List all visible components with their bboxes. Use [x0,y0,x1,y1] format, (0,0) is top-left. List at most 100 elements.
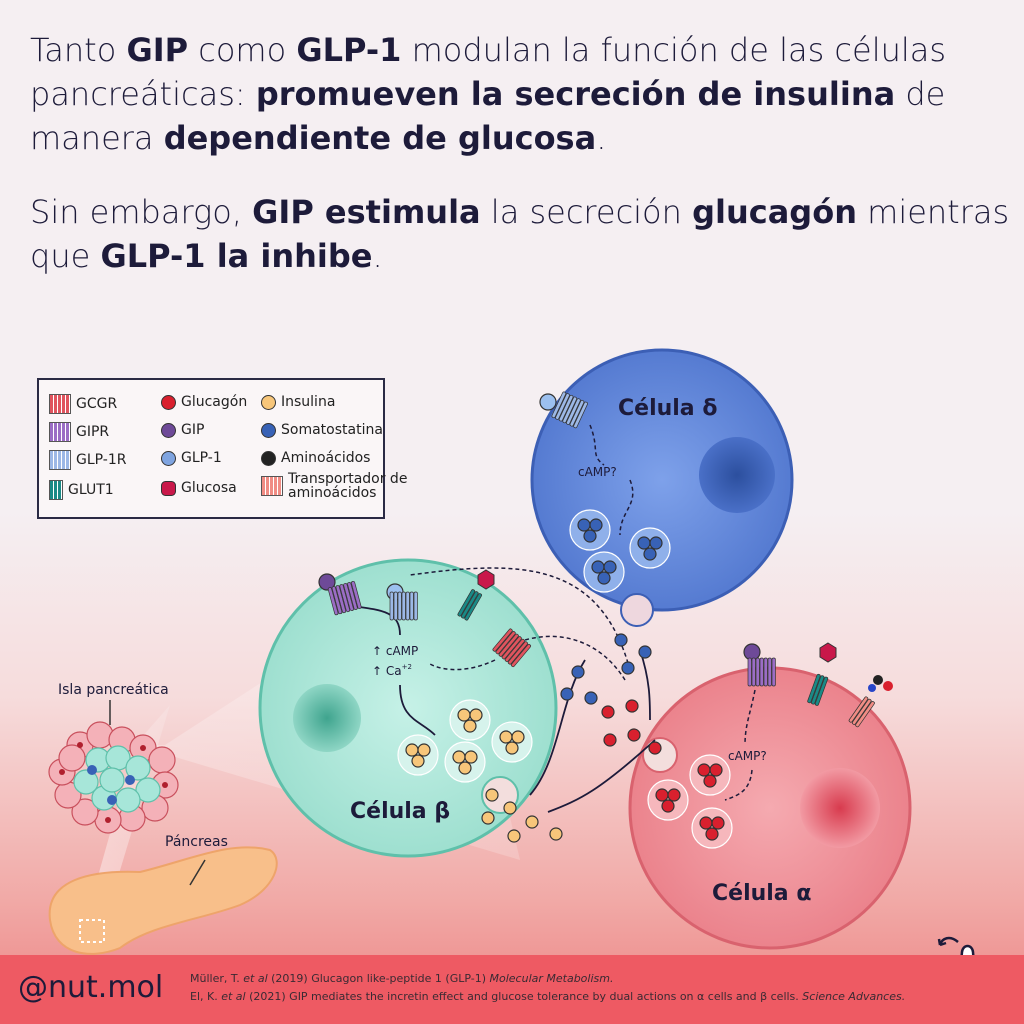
granule [511,730,525,744]
headline-text: Sin embargo, [30,193,253,231]
granule [667,788,681,802]
granule [697,763,711,777]
islet-illustration [48,721,179,834]
alpha-cell-label: Célula α [712,881,811,906]
granule [603,560,617,574]
beta-cell [258,558,558,858]
beta-calcium-label: Ca [386,664,402,678]
islet-nucleus [140,745,146,751]
headline-text: de manera [30,75,946,157]
granule [709,763,723,777]
granule [457,708,471,722]
somatostatin-molecule [638,645,652,659]
legend-item: GIP [161,422,204,438]
islet-nucleus [125,775,135,785]
granule [499,730,513,744]
legend-item: GCGR [49,394,117,414]
headline-emphasis: dependiente de glucosa [163,119,597,157]
granule [705,827,719,841]
glucose-molecule [819,642,837,663]
islet-label: Isla pancreática [58,682,169,698]
gip-molecule [743,643,761,661]
legend-label: GLP-1R [76,452,127,468]
legend-swatch-icon [161,422,176,438]
islet-nucleus [77,742,83,748]
legend-label: Aminoácidos [281,450,371,466]
glucagon-molecule [625,699,639,713]
zoom-box [79,919,105,943]
gcgr-receptor [492,628,532,668]
glp1r-receptor [551,391,588,429]
secretory-granules [318,393,761,849]
islet-alpha-cell [71,798,99,826]
headline-text: la secreción [480,193,693,231]
reference-2: El, K. et al (2021) GIP mediates the inc… [190,990,906,1003]
granule [458,761,472,775]
insulin-molecule [549,827,563,841]
headline-emphasis: glucagón [692,193,857,231]
glucose-molecule [477,569,495,590]
amino-acid-molecule [868,684,876,692]
calcium-superscript: +2 [402,663,412,671]
pancreas-illustration [48,846,278,955]
gipr-receptor [327,580,362,616]
legend-swatch-icon [49,480,63,500]
delta-camp-label: cAMP? [578,465,617,479]
legend-label: Transportador de aminoácidos [288,471,408,501]
delta-cell-label: Célula δ [618,396,717,421]
svg-text:↑ cAMP: ↑ cAMP [372,644,418,658]
headline-emphasis: GLP-1 [296,31,402,69]
references: Müller, T. et al (2019) Glucagon like-pe… [190,970,905,1006]
somatostatin-molecule [560,687,574,701]
somatostatin-molecule [621,661,635,675]
granule [637,536,651,550]
insulin-molecule [485,788,499,802]
granule [655,788,669,802]
granule [577,518,591,532]
islet-nucleus [59,769,65,775]
legend-label: Somatostatina [281,422,383,438]
headline-text: . [372,237,383,275]
legend-item: GLP-1R [49,450,126,470]
legend-label: Insulina [281,394,336,410]
gip-molecule [318,573,336,591]
islet-beta-cell [135,777,161,803]
pointer-line [189,859,206,886]
granule [405,743,419,757]
somatostatin-molecule [614,633,628,647]
pancreas-label: Páncreas [165,834,228,850]
insulin-molecule [525,815,539,829]
granule [583,529,597,543]
headline-text: . [596,119,607,157]
arrow [409,567,631,671]
headline-paragraph-1: Tanto GIP como GLP-1 modulan la función … [30,28,1010,160]
arrow [524,635,626,681]
headline-text: modulan la función de las células pancre… [30,31,947,113]
beta-camp-label: cAMP [386,644,418,658]
granule [464,750,478,764]
legend-swatch-icon [49,394,71,414]
legend-label: GLUT1 [68,482,114,498]
granule [417,743,431,757]
granule [463,719,477,733]
insulin-molecule [481,811,495,825]
granule [649,536,663,550]
legend-item: Transportador de aminoácidos [261,472,408,500]
gipr-receptor [747,657,776,687]
legend-item: GLP-1 [161,450,222,466]
islet-beta-cell [125,755,151,781]
legend-item: GIPR [49,422,109,442]
reference-1: Müller, T. et al (2019) Glucagon like-pe… [190,972,614,985]
legend-label: Glucosa [181,480,237,496]
legend-item: Glucosa [161,480,237,496]
somatostatin-molecule [584,691,598,705]
legend-label: GCGR [76,396,118,412]
insulin-molecule [503,801,517,815]
legend-item: Insulina [261,394,335,410]
legend-item: Glucagón [161,394,247,410]
headline-text: como [188,31,297,69]
alpha-camp-label: cAMP? [728,749,767,763]
legend-swatch-icon [261,450,276,466]
legend-swatch-icon [161,450,176,466]
